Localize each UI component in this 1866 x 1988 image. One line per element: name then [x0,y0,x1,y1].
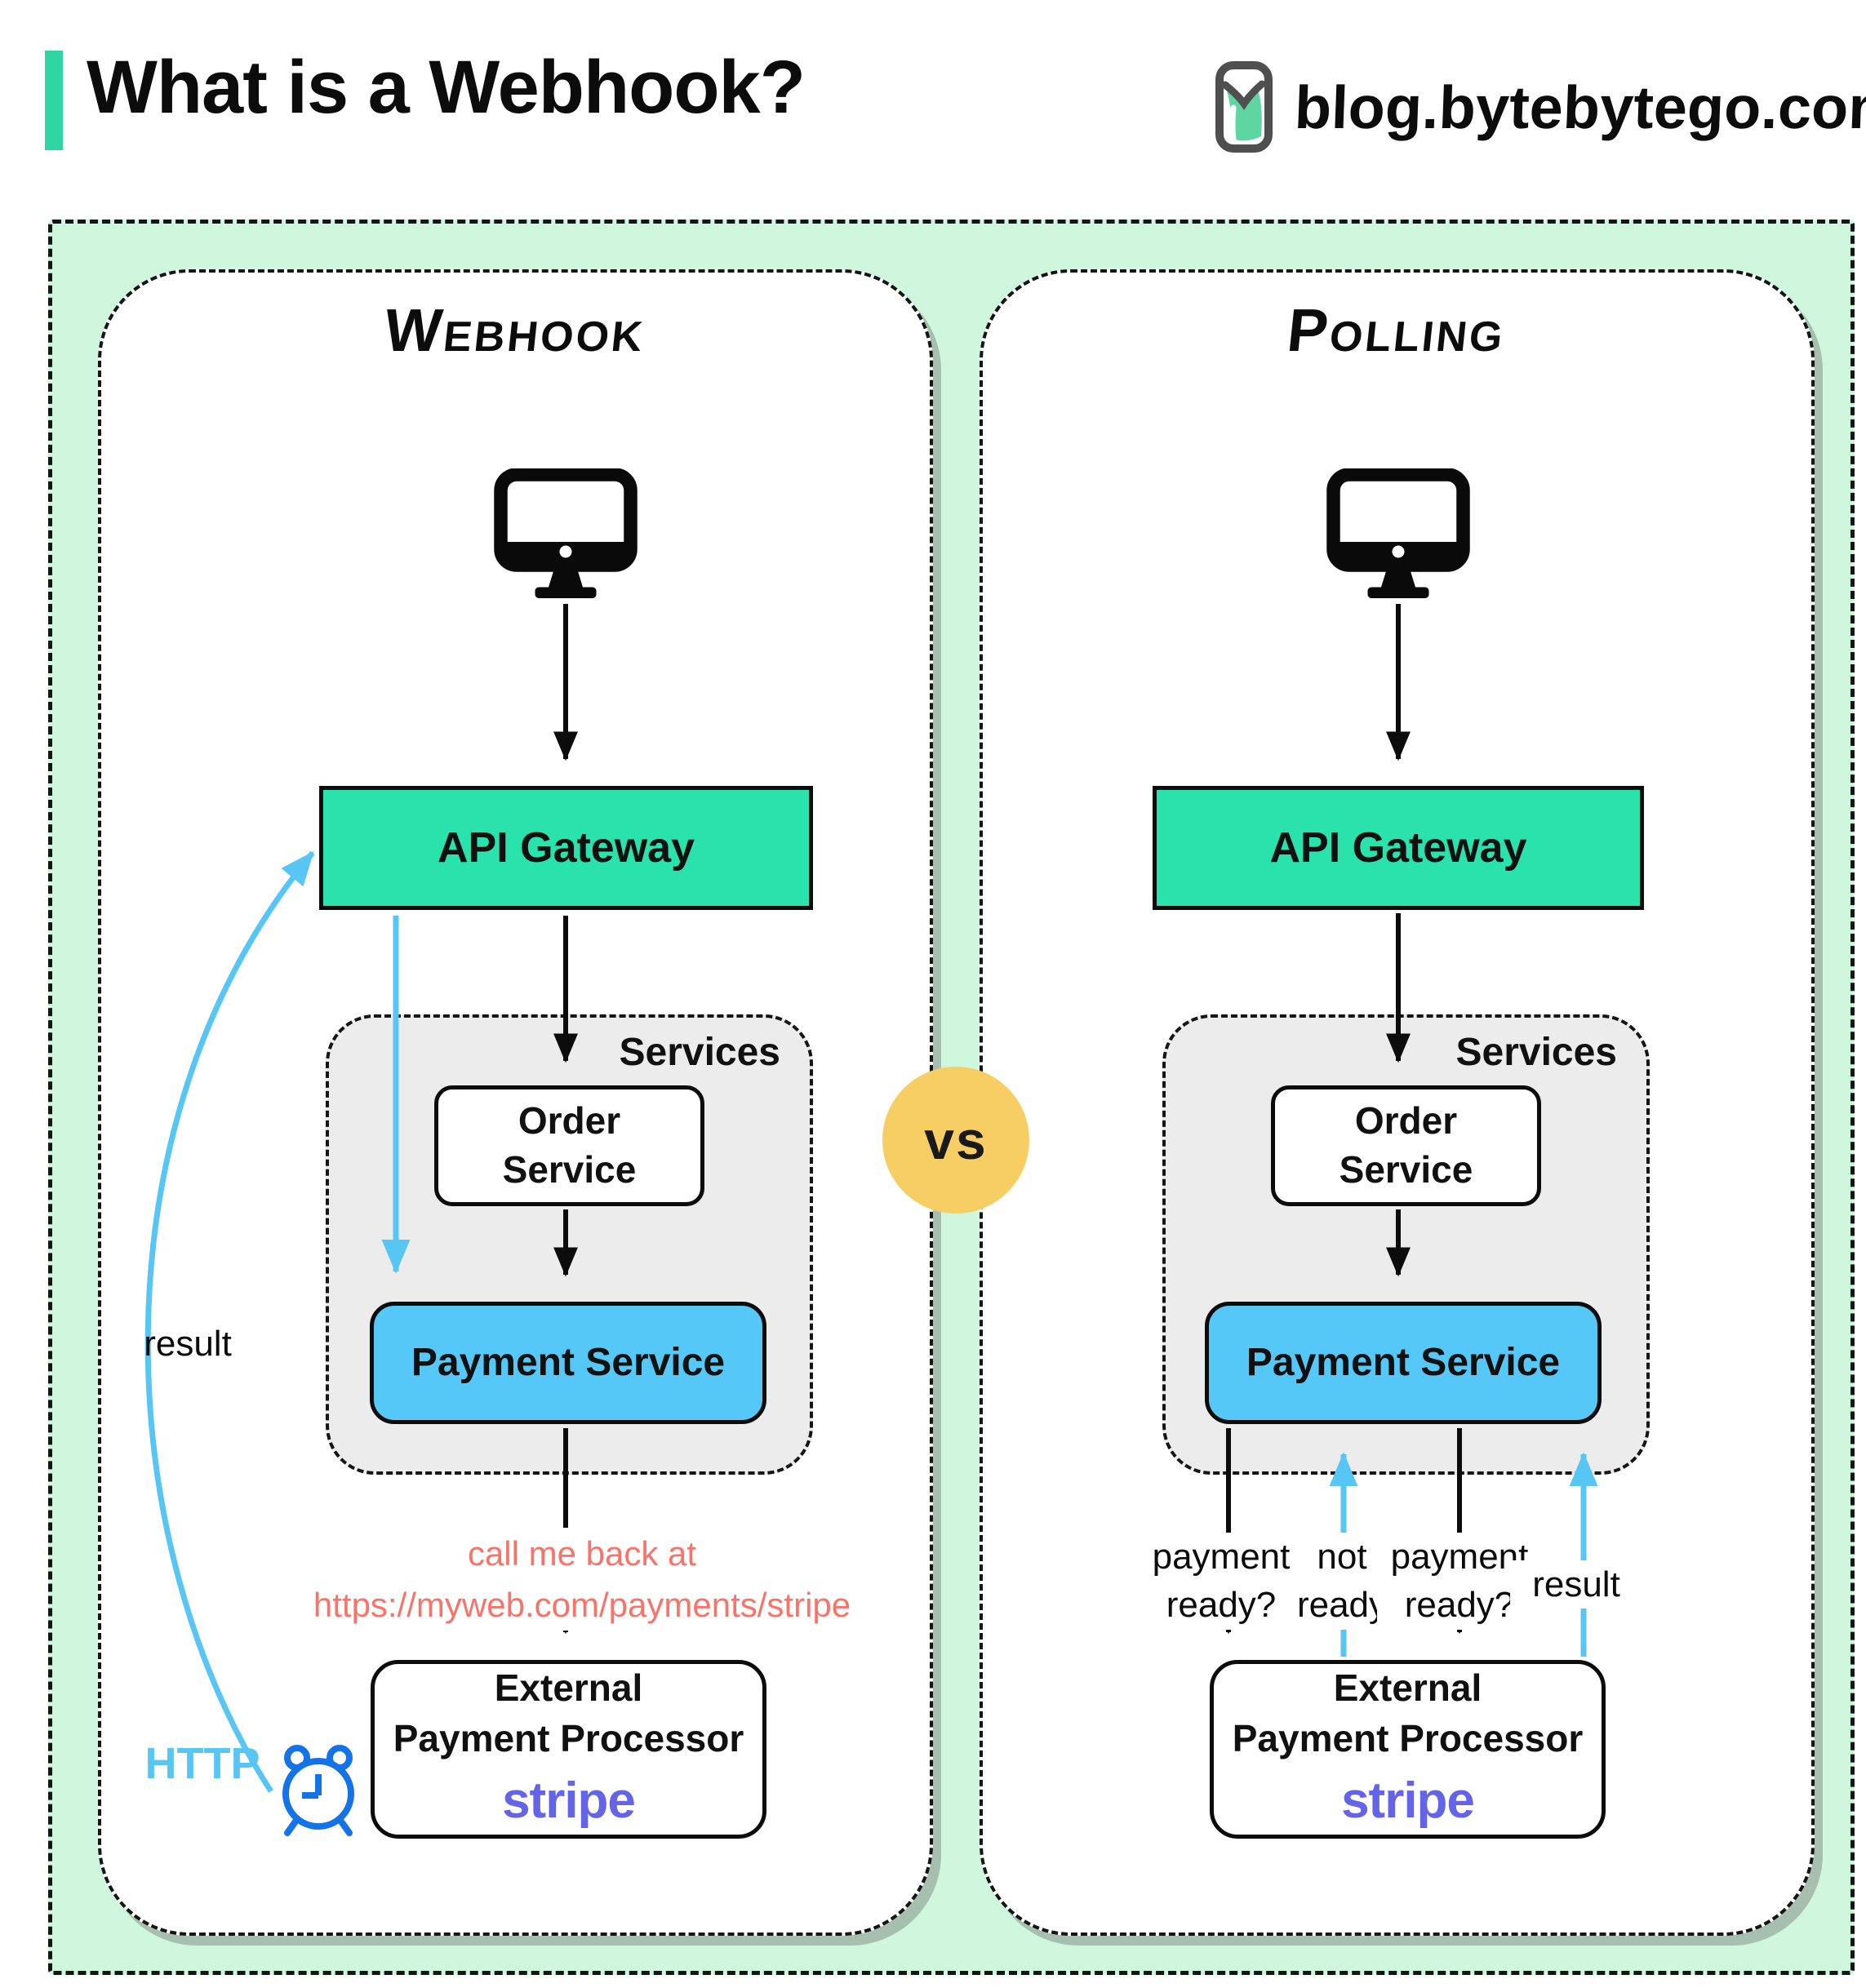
brand-site-text: blog.bytebytego.com [1293,73,1866,141]
poll-result-label: result [1510,1560,1642,1609]
poll-a1-line2: ready [1296,1585,1388,1626]
stripe-logo-text: stripe [1341,1773,1475,1829]
webhook-panel-title: Webhook [381,296,649,364]
page-title: What is a Webhook? [87,46,806,129]
callback-url-label: call me back at https://myweb.com/paymen… [272,1528,892,1631]
external-payment-processor-box: External Payment Processor stripe [1210,1660,1606,1839]
order-service-box: Order Service [1271,1085,1541,1206]
poll-question1-label: payment ready? [1139,1533,1304,1630]
order-service-line1: Order [518,1099,621,1143]
poll-a1-line1: not [1317,1537,1367,1577]
external-line1: External [494,1666,643,1710]
external-line2: Payment Processor [393,1717,744,1760]
external-line2: Payment Processor [1232,1717,1584,1760]
external-line1: External [1333,1666,1482,1710]
poll-q2-line2: ready? [1404,1585,1515,1626]
client-monitor-icon [1326,468,1470,598]
external-payment-processor-box: External Payment Processor stripe [371,1660,766,1839]
order-service-line1: Order [1354,1099,1458,1143]
client-monitor-icon [494,468,638,598]
brand: blog.bytebytego.com [1215,54,1866,160]
callback-line1: call me back at [467,1534,697,1573]
payment-service-box: Payment Service [1205,1302,1602,1424]
order-service-line2: Service [1339,1148,1473,1191]
title-accent-bar [45,51,63,150]
poll-q1-line2: ready? [1166,1585,1277,1626]
polling-panel-title: Polling [1284,296,1509,364]
order-service-line2: Service [502,1148,637,1191]
stripe-logo-text: stripe [502,1773,636,1829]
payment-service-box: Payment Service [370,1302,766,1424]
vs-badge: vs [882,1067,1029,1214]
bytebytego-logo-icon [1215,61,1273,153]
poll-q2-line1: payment [1390,1537,1529,1577]
api-gateway-box: API Gateway [1153,786,1644,910]
webhook-http-label: HTTP [144,1739,260,1788]
api-gateway-box: API Gateway [319,786,813,910]
poll-q1-line1: payment [1152,1537,1291,1577]
webhook-result-label: result [144,1324,232,1364]
callback-line2: https://myweb.com/payments/stripe [313,1586,851,1624]
order-service-box: Order Service [434,1085,704,1206]
alarm-clock-icon [282,1745,354,1836]
services-group-label: Services [1455,1031,1617,1074]
services-group-label: Services [619,1031,780,1074]
